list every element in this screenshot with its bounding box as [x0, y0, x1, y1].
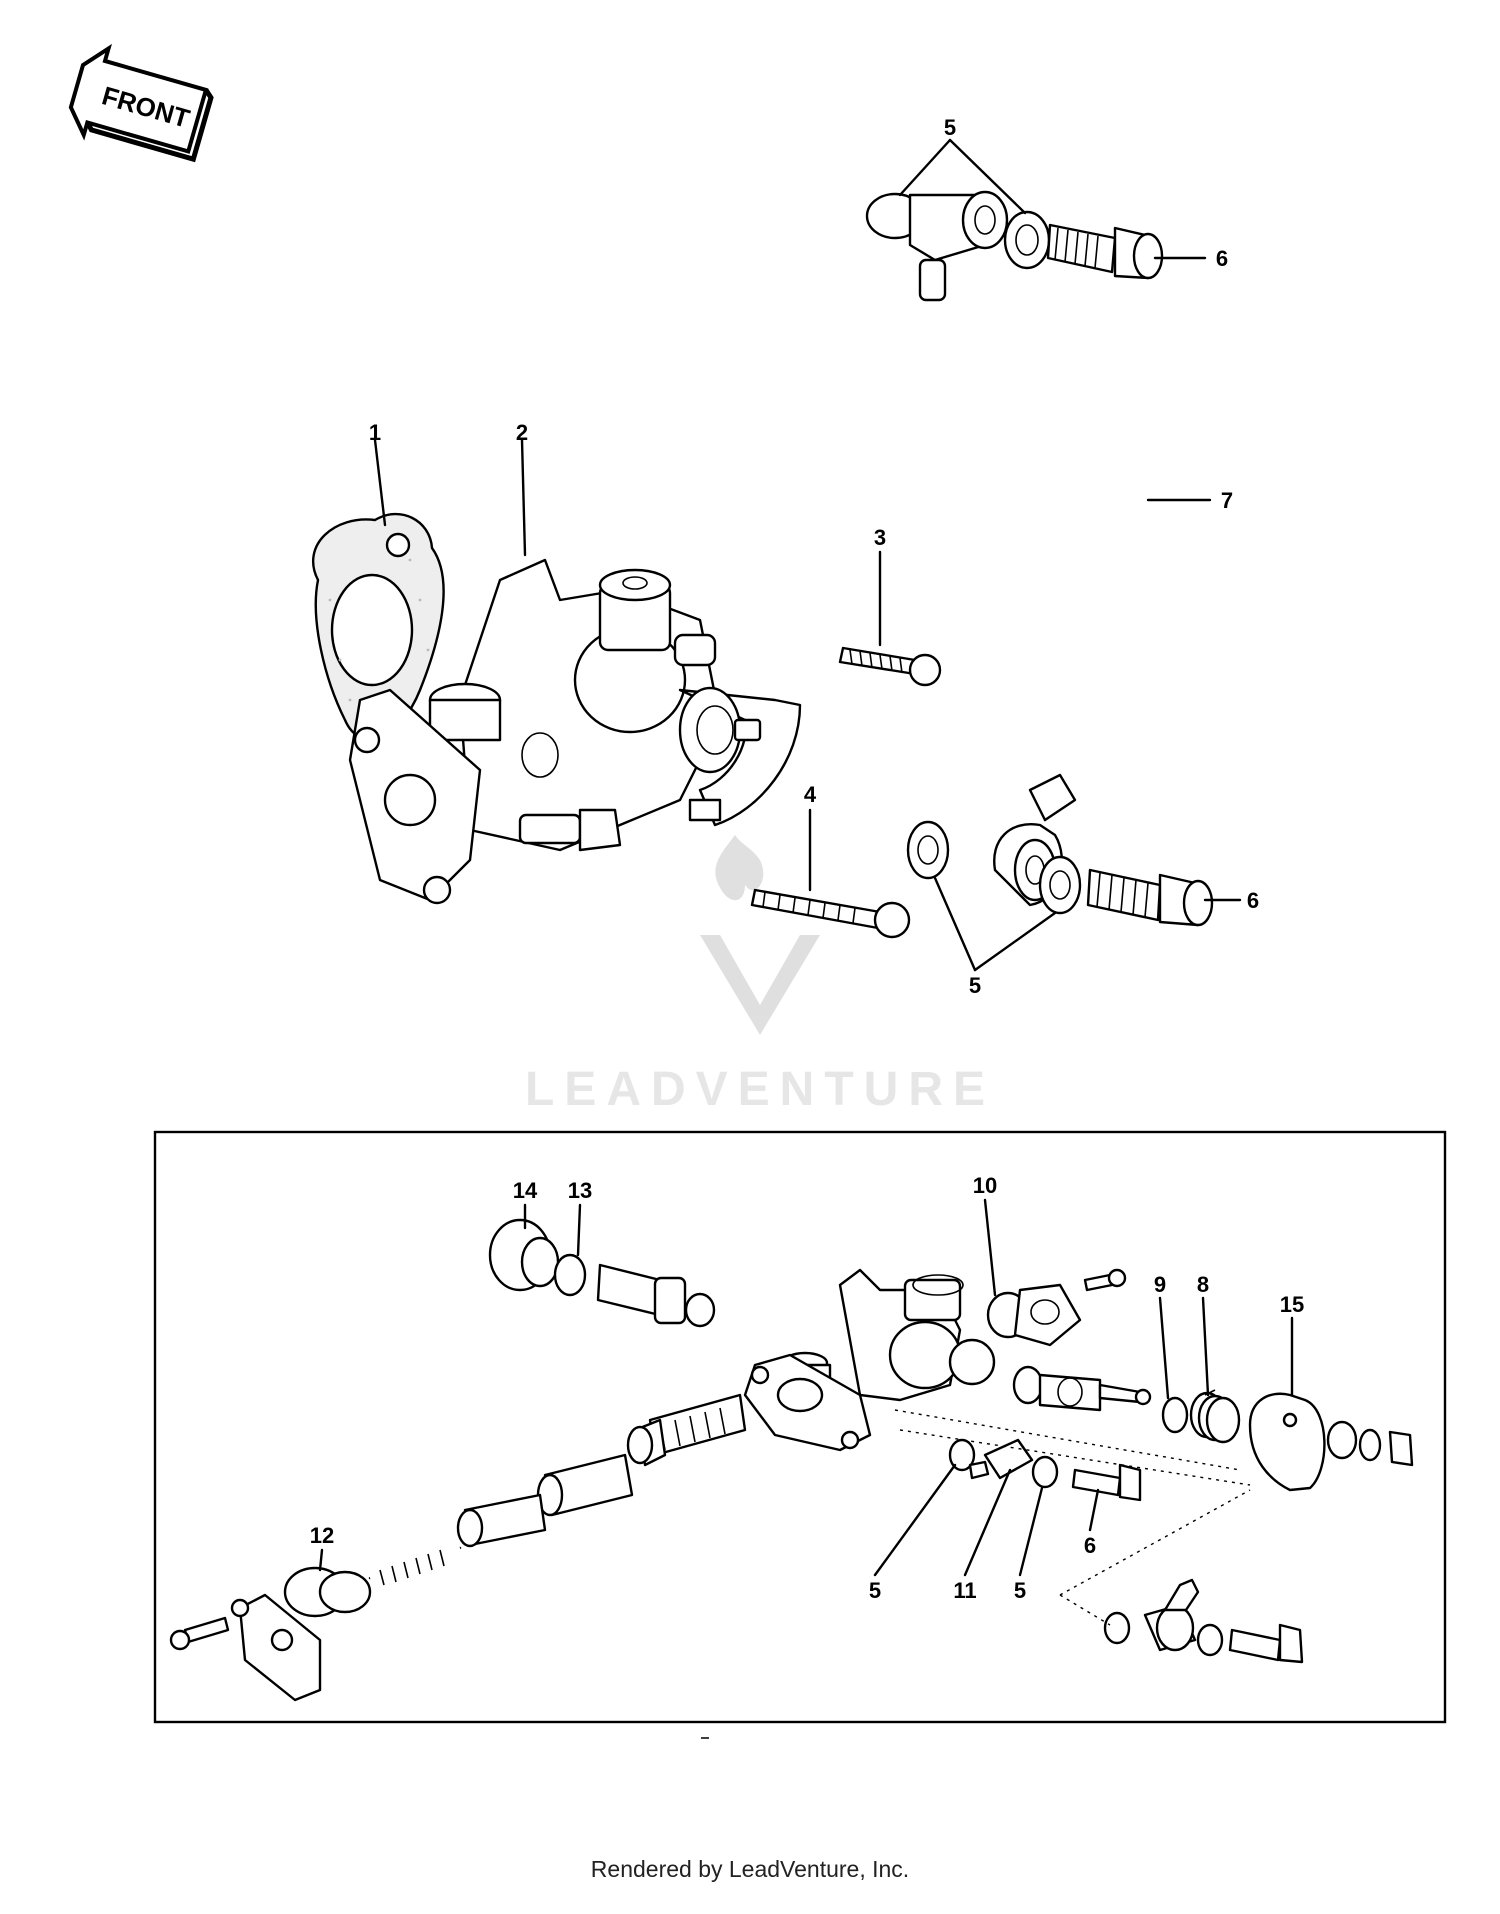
callout-5-bottom: 5 — [969, 973, 981, 998]
oil-pipe-part — [865, 190, 1214, 927]
callout-4: 4 — [804, 782, 817, 807]
screw-3-part — [838, 646, 942, 687]
callout-5-a: 5 — [869, 1578, 881, 1603]
callout-15: 15 — [1280, 1292, 1304, 1317]
watermark-text: LEADVENTURE — [525, 1063, 995, 1116]
oil-pump-assembly — [311, 512, 802, 905]
callout-2: 2 — [516, 420, 528, 445]
callout-5-b: 5 — [1014, 1578, 1026, 1603]
screw-4-part — [750, 888, 911, 939]
callout-8: 8 — [1197, 1272, 1209, 1297]
callout-3: 3 — [874, 525, 886, 550]
front-arrow: FRONT — [68, 43, 214, 163]
top-callouts: 1 2 3 4 5 6 7 6 5 — [369, 115, 1259, 998]
callout-12: 12 — [310, 1523, 334, 1548]
footer-credit: Rendered by LeadVenture, Inc. — [590, 1856, 910, 1882]
callout-13: 13 — [568, 1178, 592, 1203]
callout-10: 10 — [973, 1173, 997, 1198]
watermark: LEADVENTURE — [525, 835, 995, 1116]
callout-6-top: 6 — [1216, 246, 1228, 271]
callout-1: 1 — [369, 420, 381, 445]
callout-9: 9 — [1154, 1272, 1166, 1297]
exploded-callouts: 14 13 10 9 8 15 12 5 11 5 6 — [310, 1173, 1304, 1603]
callout-11: 11 — [953, 1578, 976, 1603]
exploded-view-frame — [153, 1130, 1447, 1724]
top-leader-lines — [373, 138, 1242, 972]
callout-7: 7 — [1221, 488, 1233, 513]
callout-6-b: 6 — [1084, 1533, 1096, 1558]
callout-6-mid: 6 — [1247, 888, 1259, 913]
exploded-view-parts — [169, 1218, 1414, 1702]
watermark-logo-icon — [700, 835, 820, 1035]
callout-14: 14 — [513, 1178, 538, 1203]
callout-5-top: 5 — [944, 115, 956, 140]
spring-8-part — [1189, 1389, 1241, 1444]
exploded-leader-lines — [318, 1198, 1294, 1577]
